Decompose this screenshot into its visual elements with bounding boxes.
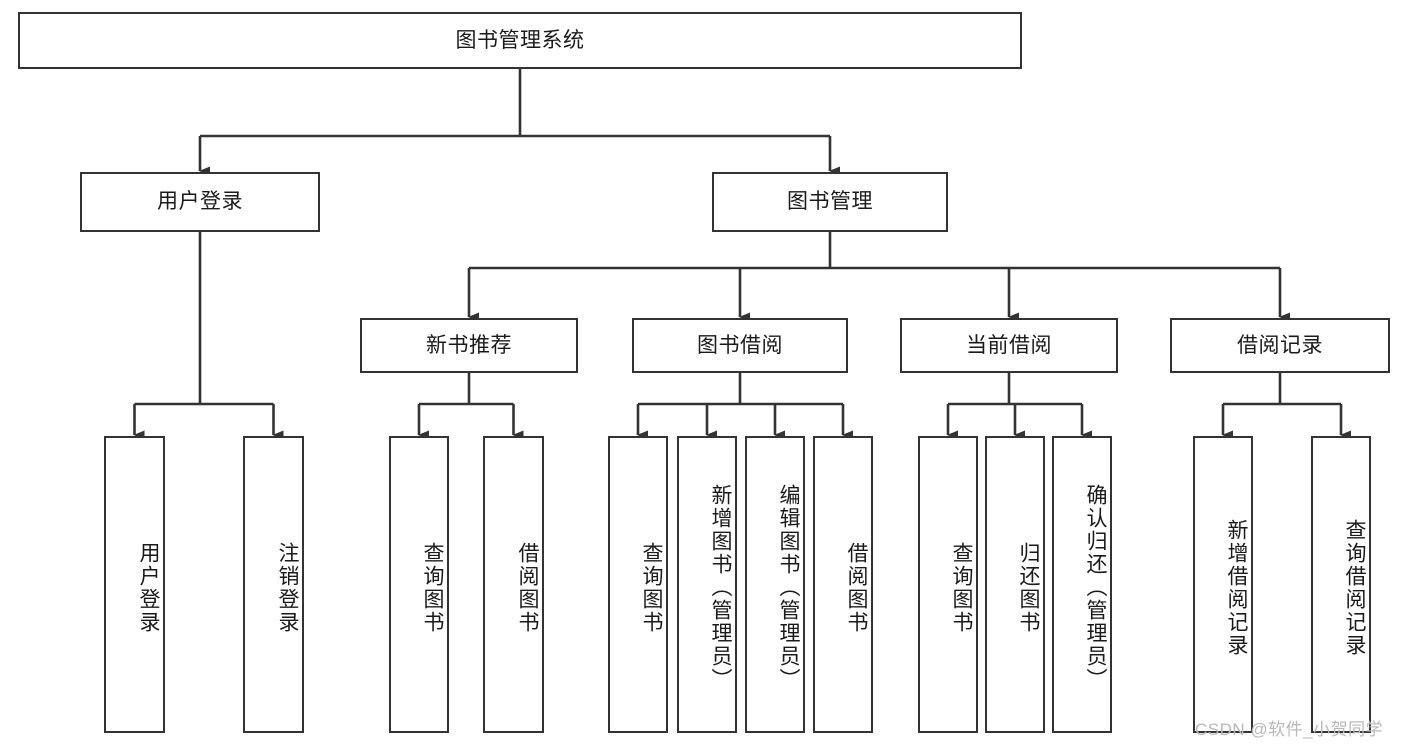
node-borrow-record[interactable]: 借阅记录 [1170,318,1390,373]
node-label: 归还图书 [1017,541,1040,634]
node-label: 新增图书（管理员） [709,484,732,691]
node-leaf-edit-book[interactable]: 编辑图书（管理员） [745,436,805,733]
node-label: 用户登录 [137,541,160,634]
node-leaf-add-record[interactable]: 新增借阅记录 [1193,436,1253,733]
node-leaf-return-book[interactable]: 归还图书 [985,436,1045,733]
node-new-book-rec[interactable]: 新书推荐 [360,318,578,373]
node-book-borrow[interactable]: 图书借阅 [632,318,848,373]
node-leaf-query-record[interactable]: 查询借阅记录 [1311,436,1371,733]
node-label: 图书管理系统 [455,28,585,52]
node-leaf-query-book-3[interactable]: 查询图书 [918,436,978,733]
node-root[interactable]: 图书管理系统 [18,12,1022,69]
node-leaf-query-book-1[interactable]: 查询图书 [389,436,449,733]
node-label: 用户登录 [157,190,243,214]
node-leaf-confirm-return[interactable]: 确认归还（管理员） [1052,436,1112,733]
node-label: 查询图书 [950,541,973,634]
node-label: 图书管理 [787,190,873,214]
node-label: 新书推荐 [426,333,512,357]
node-user-login[interactable]: 用户登录 [80,172,320,232]
node-label: 借阅图书 [516,541,539,634]
node-label: 查询图书 [421,541,444,634]
node-leaf-borrow-book-1[interactable]: 借阅图书 [483,436,544,733]
node-leaf-add-book[interactable]: 新增图书（管理员） [677,436,737,733]
node-label: 确认归还（管理员） [1084,484,1107,691]
node-label: 编辑图书（管理员） [777,484,800,691]
node-label: 注销登录 [276,541,299,634]
node-leaf-query-book-2[interactable]: 查询图书 [608,436,668,733]
node-label: 当前借阅 [966,333,1052,357]
csdn-watermark: CSDN @软件_小贺同学 [1195,720,1384,739]
connector-lines [133,69,1351,440]
node-label: 借阅图书 [845,541,868,634]
node-label: 借阅记录 [1237,333,1323,357]
node-label: 查询图书 [640,541,663,634]
node-leaf-logout[interactable]: 注销登录 [243,436,304,733]
node-label: 查询借阅记录 [1343,518,1366,657]
node-label: 新增借阅记录 [1225,518,1248,657]
node-leaf-user-login[interactable]: 用户登录 [104,436,165,733]
node-leaf-borrow-book-2[interactable]: 借阅图书 [813,436,873,733]
node-book-manage[interactable]: 图书管理 [712,172,948,232]
node-current-borrow[interactable]: 当前借阅 [900,318,1118,373]
node-label: 图书借阅 [697,333,783,357]
